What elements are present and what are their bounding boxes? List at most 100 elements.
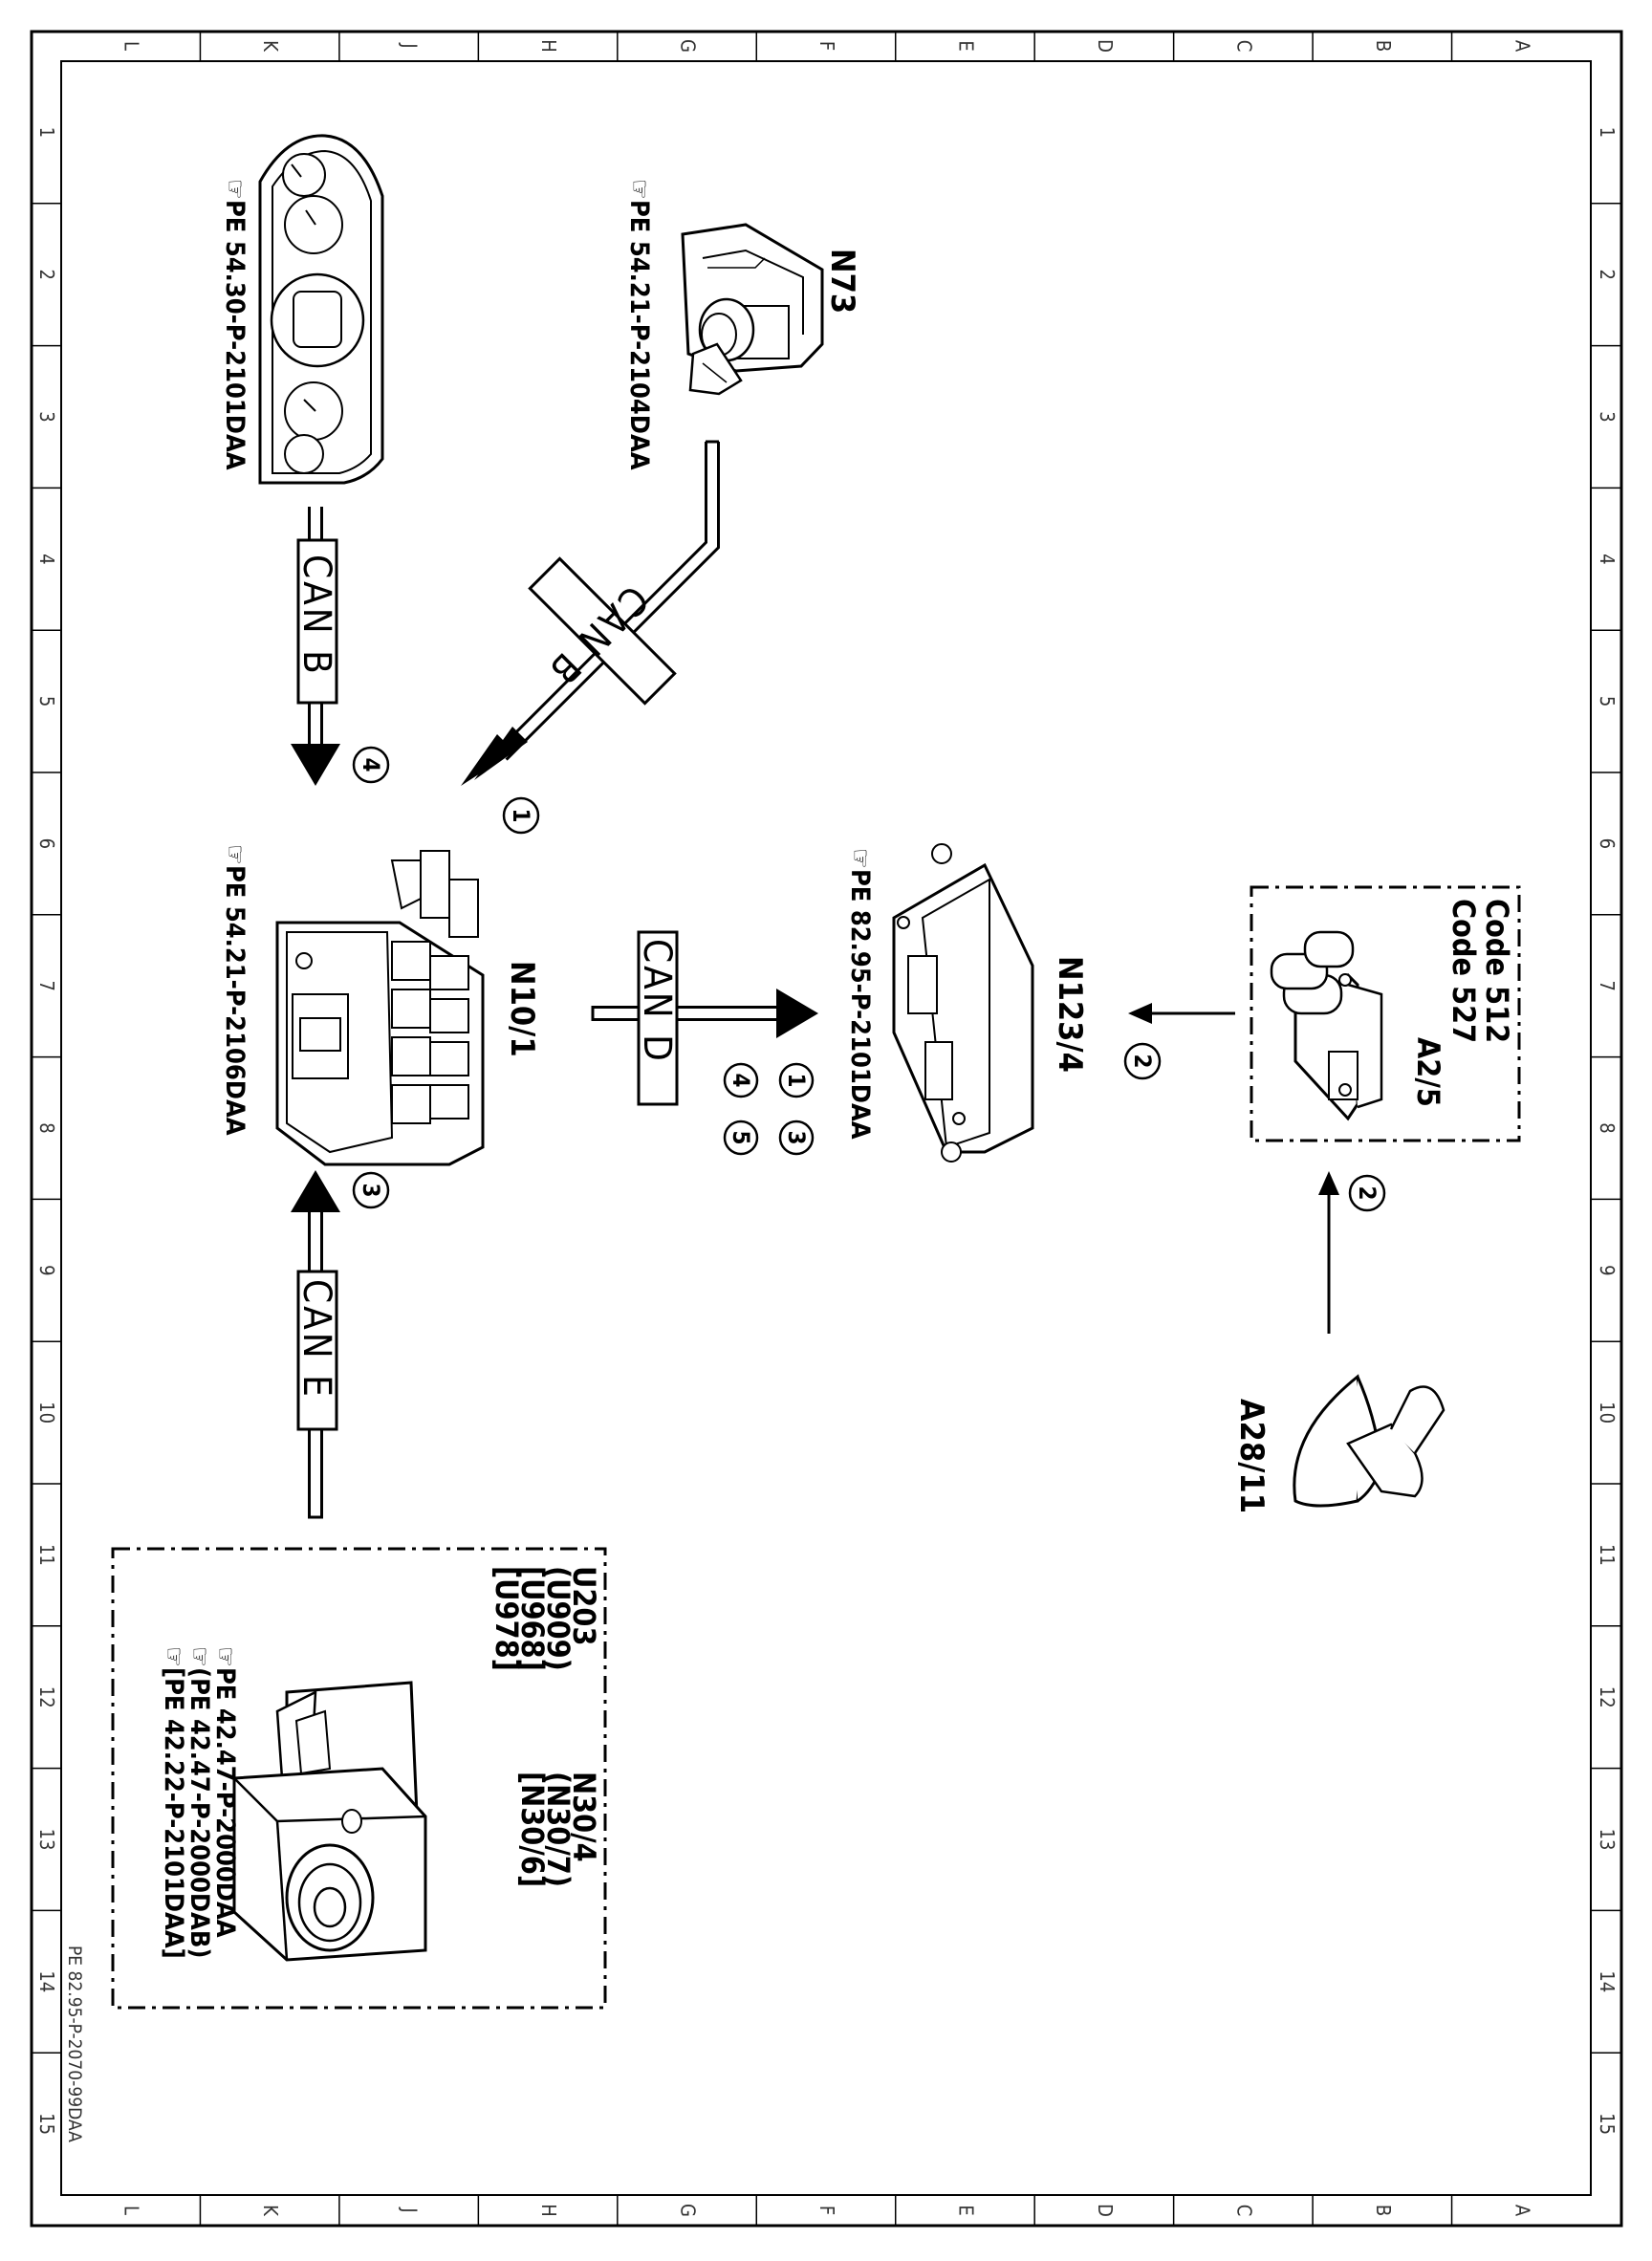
marker-d1-text: 1	[783, 1073, 810, 1087]
grid-number-right: 12	[1596, 1686, 1619, 1708]
grid-letter-bottom: C	[1232, 2205, 1255, 2217]
grid-letter-top: K	[259, 40, 282, 53]
pointing-hand-icon: ☞	[220, 844, 250, 865]
grid-number-left: 9	[35, 1265, 58, 1275]
grid-number-right: 13	[1596, 1829, 1619, 1851]
grid-number-left: 12	[35, 1686, 58, 1708]
marker-1: 1	[502, 796, 540, 835]
n30-reference-3: [PE 42.22-P-2101DAA] ☞	[159, 1646, 188, 1959]
grid-letter-top: C	[1232, 40, 1255, 53]
grid-number-left: 2	[35, 269, 58, 279]
n30-labels: U203 (U909) [U968] [U978] N30/4 (N30/7) …	[489, 1566, 602, 1887]
a28-11-label: A28/11	[1232, 1399, 1271, 1513]
grid-number-right: 9	[1596, 1265, 1619, 1275]
n30-code-2: (U909)	[540, 1566, 576, 1671]
grid-number-left: 6	[35, 838, 58, 849]
grid-letter-top: D	[1094, 39, 1117, 53]
n30-label-2: (N30/7)	[540, 1772, 576, 1887]
grid-number-right: 6	[1596, 838, 1619, 849]
a1-reference-text: PE 54.30-P-2101DAA	[220, 200, 250, 470]
grid-number-right: 14	[1596, 1970, 1619, 1992]
arrow-a2-5-to-n123-4	[1128, 1003, 1235, 1024]
n123-4-reference: PE 82.95-P-2101DAA ☞	[845, 848, 875, 1140]
grid-number-right: 10	[1596, 1402, 1619, 1424]
marker-d4-text: 4	[728, 1073, 754, 1087]
marker-d3-text: 3	[783, 1130, 810, 1144]
grid-number-left: 7	[35, 980, 58, 990]
a2-5-code-2: Code 527	[1446, 899, 1482, 1043]
sam-module-n10-1	[275, 850, 485, 1166]
n73-reference-text: PE 54.21-P-2104DAA	[624, 200, 654, 470]
grid-letter-bottom: G	[677, 2204, 700, 2217]
selector-lever-a28-11	[1293, 1374, 1446, 1508]
grid-letter-top: F	[815, 41, 838, 51]
grid-letter-bottom: H	[537, 2204, 560, 2217]
n123-4-reference-text: PE 82.95-P-2101DAA	[845, 869, 875, 1140]
marker-2b: 2	[1348, 1174, 1386, 1212]
grid-letter-bottom: A	[1511, 2205, 1533, 2217]
grid-number-left: 10	[35, 1402, 58, 1424]
grid-letter-top: L	[120, 41, 143, 51]
marker-2a-text: 2	[1129, 1054, 1156, 1068]
grid-letter-bottom: E	[954, 2205, 977, 2215]
grid-number-right: 7	[1596, 980, 1619, 990]
grid-letter-top: A	[1511, 40, 1533, 53]
n30-label-1: N30/4	[566, 1772, 602, 1862]
can-d-label: CAN D	[635, 939, 679, 1064]
n10-1-label: N10/1	[503, 961, 541, 1057]
grid-number-left: 14	[35, 1970, 58, 1992]
marker-d5-text: 5	[728, 1130, 754, 1144]
grid-number-left: 4	[35, 554, 58, 564]
grid-letter-top: J	[399, 42, 422, 48]
grid-number-left: 3	[35, 411, 58, 422]
grid-letter-top: H	[537, 39, 560, 53]
pointing-hand-icon: ☞	[210, 1646, 240, 1667]
grid-letter-top: B	[1372, 40, 1395, 52]
can-b-line-n73	[461, 440, 720, 786]
a2-5-texts: Code 512 Code 527 A2/5	[1410, 899, 1515, 1107]
n123-4-label: N123/4	[1051, 956, 1089, 1073]
a1-reference: PE 54.30-P-2101DAA ☞	[220, 179, 250, 470]
grid-number-right: 2	[1596, 269, 1619, 279]
n30-code-4: [U978]	[489, 1566, 525, 1671]
n10-1-reference-text: PE 54.21-P-2106DAA	[220, 865, 250, 1136]
document-id: PE 82.95-P-2070-99DAA	[64, 1946, 85, 2142]
pointing-hand-icon: ☞	[220, 179, 250, 200]
grid-letter-bottom: J	[399, 2207, 422, 2212]
grid-number-right: 1	[1596, 127, 1619, 138]
grid-number-right: 3	[1596, 411, 1619, 422]
n30-reference-1: PE 42.47-P-2000DAA ☞	[210, 1646, 240, 1938]
marker-3-text: 3	[358, 1183, 384, 1197]
arrow-a28-11-to-a2-5	[1318, 1171, 1339, 1334]
grid-letter-bottom: K	[259, 2205, 282, 2217]
pointing-hand-icon: ☞	[845, 848, 875, 869]
n10-1-reference: PE 54.21-P-2106DAA ☞	[220, 844, 250, 1136]
n73-label: N73	[823, 249, 861, 314]
grid-letter-bottom: B	[1372, 2205, 1395, 2216]
n30-reference-2: (PE 42.47-P-2000DAB) ☞	[185, 1646, 214, 1958]
grid-number-right: 4	[1596, 554, 1619, 564]
n30-reference-2-text: (PE 42.47-P-2000DAB)	[185, 1667, 214, 1958]
grid-lines	[32, 32, 1621, 2226]
can-b-line-a1	[291, 507, 340, 786]
n30-reference-3-text: [PE 42.22-P-2101DAA]	[159, 1667, 188, 1959]
marker-4: 4	[352, 746, 390, 784]
can-d-markers: 1 3 4 5	[723, 1062, 815, 1156]
can-b-label-a1: CAN B	[294, 554, 338, 677]
control-unit-n123-4	[892, 843, 1034, 1163]
marker-1-text: 1	[508, 808, 534, 822]
grid-number-left: 11	[35, 1544, 58, 1566]
grid-number-left: 8	[35, 1122, 58, 1133]
grid-number-right: 5	[1596, 696, 1619, 707]
pointing-hand-icon: ☞	[159, 1646, 188, 1667]
n30-code-1: U203	[566, 1566, 602, 1645]
n30-code-3: [U968]	[514, 1566, 551, 1671]
ignition-switch-n73	[681, 223, 824, 396]
grid-number-left: 13	[35, 1829, 58, 1851]
pointing-hand-icon: ☞	[624, 179, 654, 200]
n30-reference-1-text: PE 42.47-P-2000DAA	[210, 1667, 240, 1938]
a2-5-label: A2/5	[1410, 1037, 1446, 1107]
esp-unit-n30-4	[232, 1681, 427, 1962]
